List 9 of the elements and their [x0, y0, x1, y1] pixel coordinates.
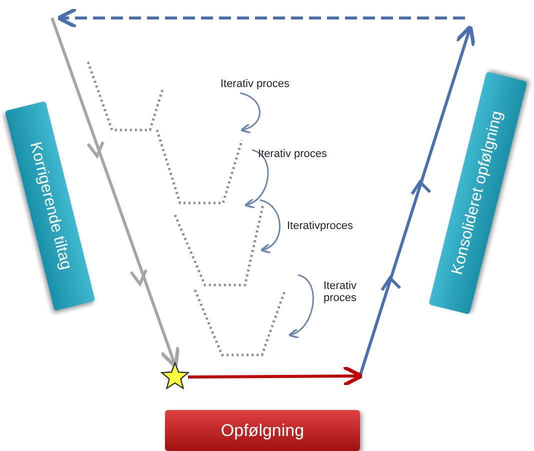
arrow: [50, 18, 180, 368]
annotation-text: Iterativ proces: [256, 148, 328, 160]
title-box: [165, 410, 360, 451]
star-icon: [160, 361, 190, 391]
arrow: [188, 365, 364, 387]
annotation-text: Iterativ proces: [322, 280, 358, 304]
box-label: Opfølgning: [220, 420, 304, 440]
annotation-text: Iterativproces: [286, 220, 354, 232]
annotation-text: Iterativ proces: [219, 78, 291, 90]
